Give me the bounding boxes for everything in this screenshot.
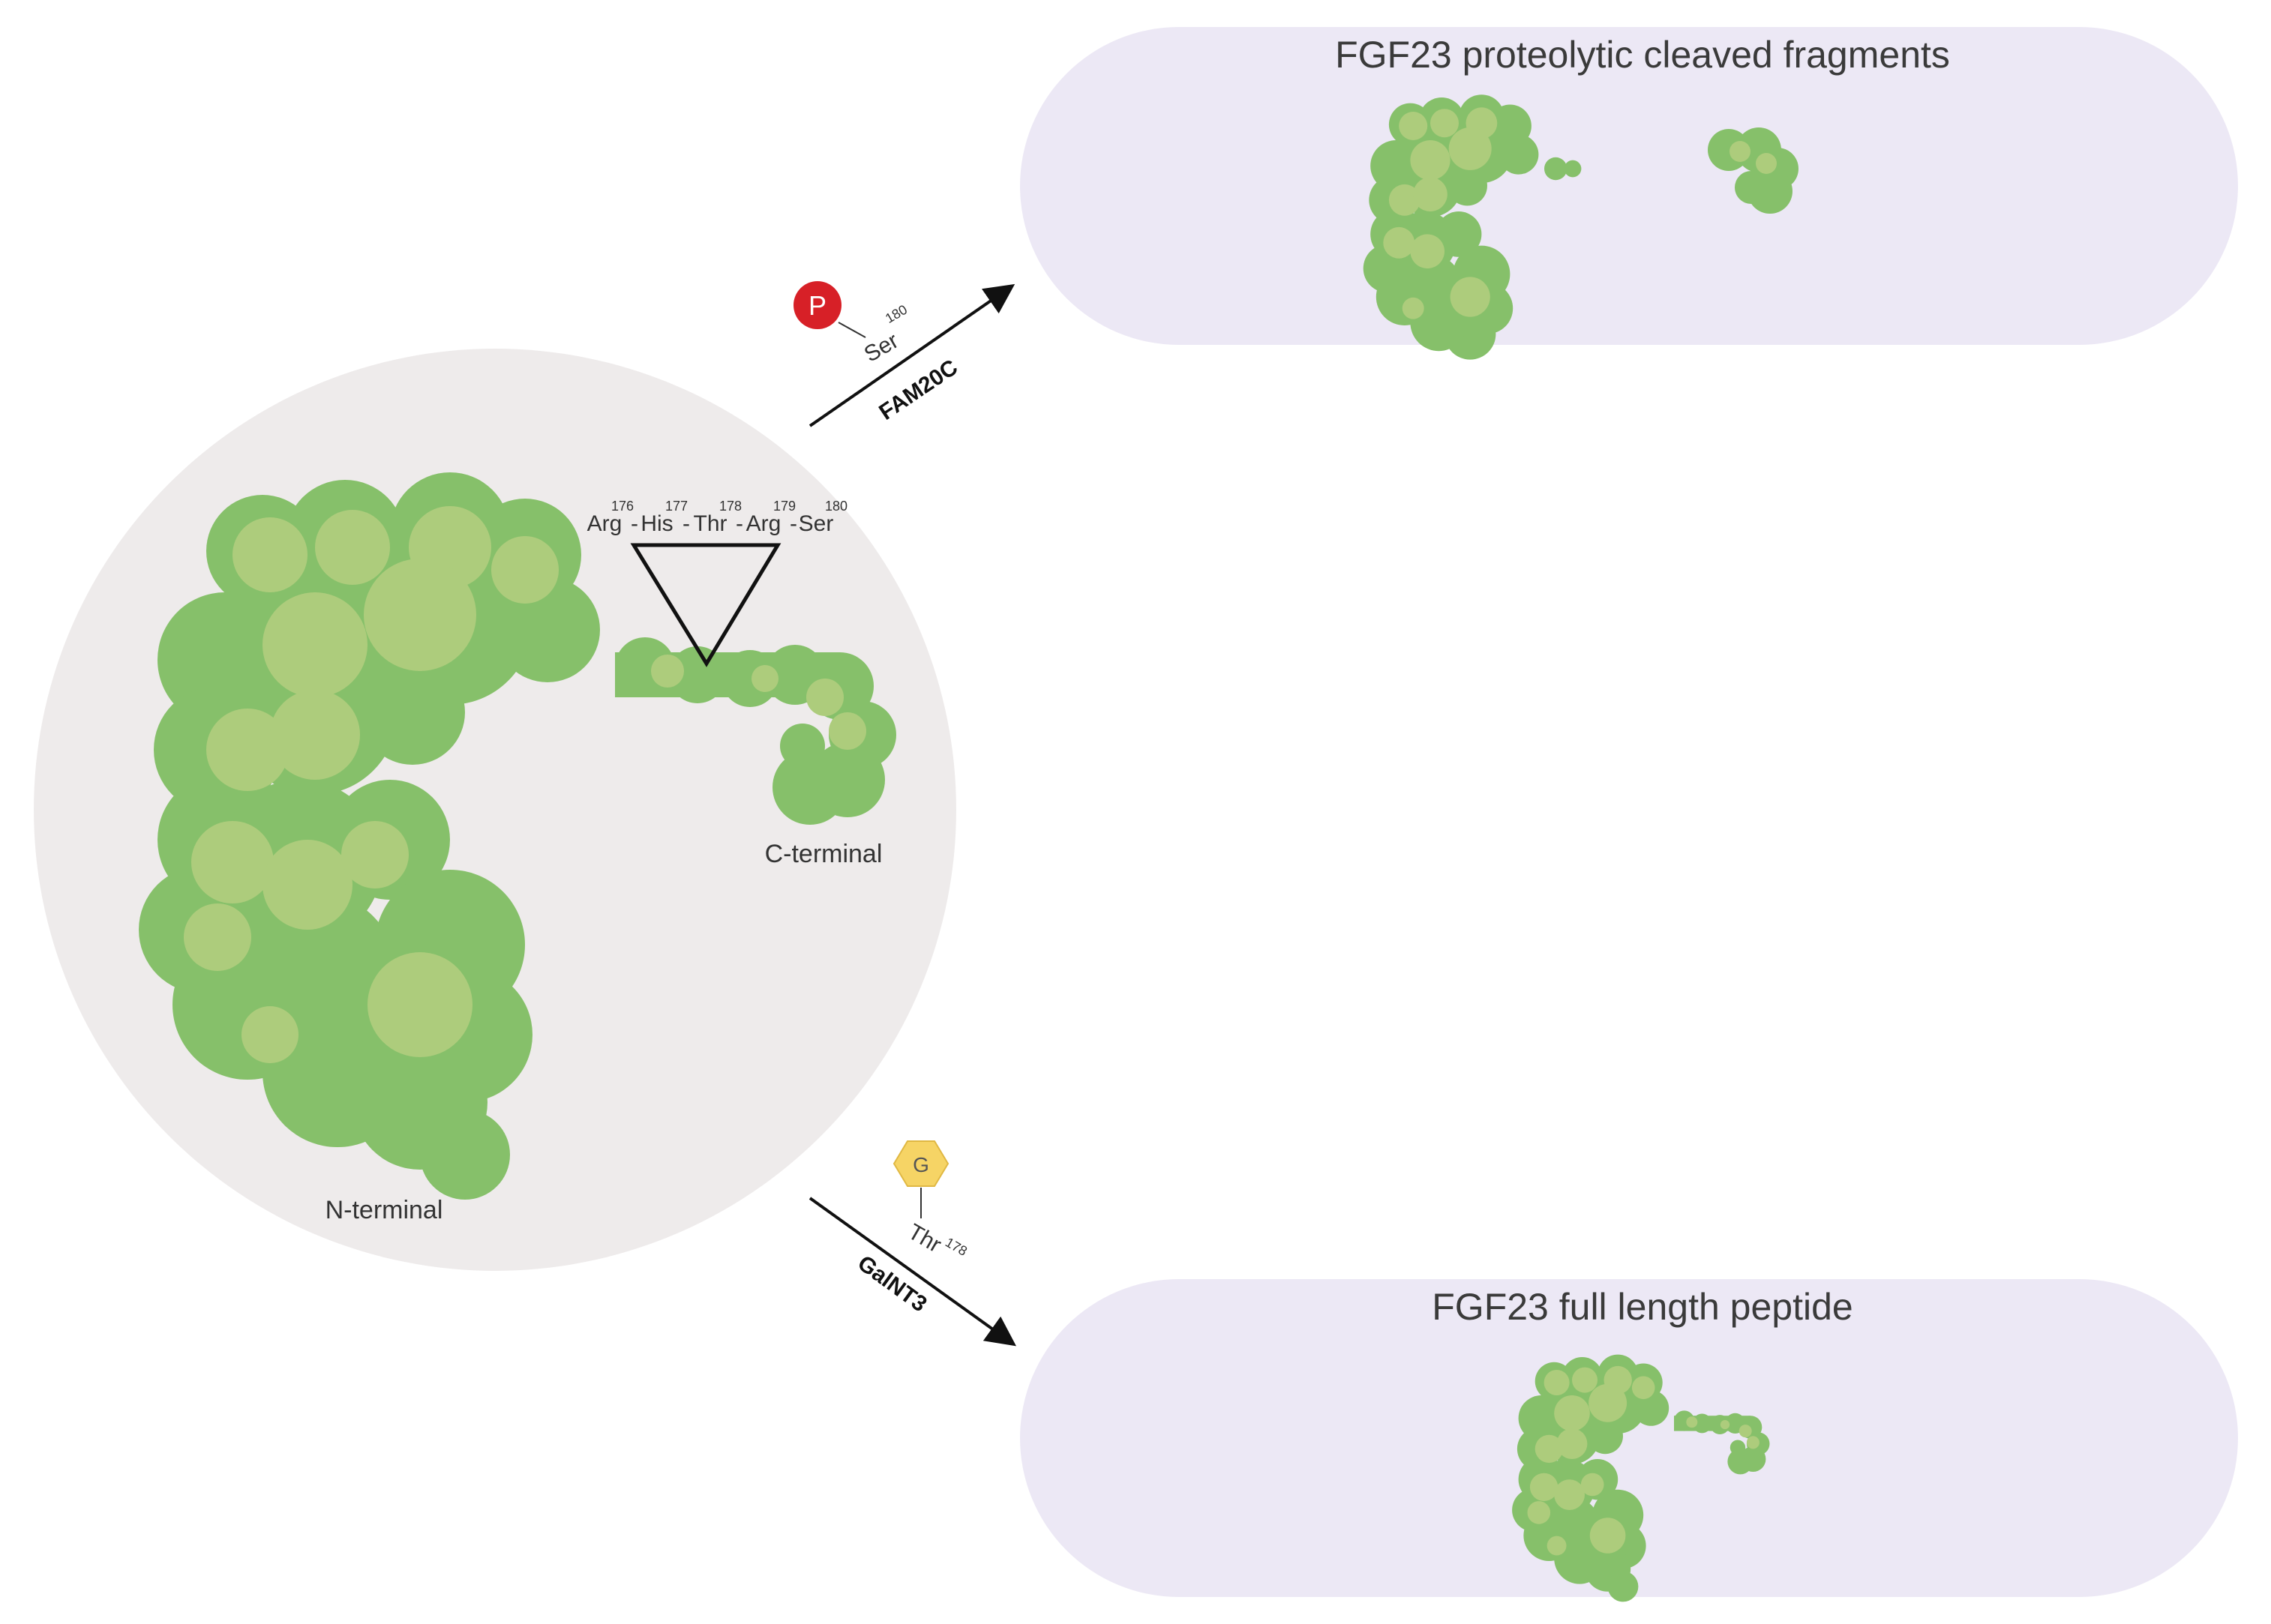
glycan-hexagon-icon: G [892, 1140, 950, 1187]
cleaved-fragments-panel [1020, 27, 2238, 345]
residue-arg-176: Arg [587, 511, 622, 536]
n-terminal-label: N-terminal [326, 1196, 443, 1224]
glyco-residue-label: Thr [904, 1219, 945, 1257]
phospho-residue-number: 180 [883, 302, 910, 326]
residue-arg-179: Arg [746, 511, 782, 536]
sequence-separator: - [631, 511, 638, 536]
residue-number-177: 177 [665, 499, 688, 514]
phosphorylation-arrow [808, 283, 1016, 427]
phosphate-bond-line [838, 322, 866, 338]
svg-text:P: P [808, 290, 826, 321]
cleavage-site-triangle [630, 543, 782, 667]
sequence-separator: - [736, 511, 743, 536]
fam20c-enzyme-label: FAM20C [874, 355, 962, 425]
residue-number-179: 179 [773, 499, 796, 514]
phospho-residue-label: Ser [860, 328, 903, 367]
residue-ser-180: Ser [799, 511, 834, 536]
c-terminal-label: C-terminal [765, 840, 883, 868]
residue-number-178: 178 [719, 499, 742, 514]
residue-number-180: 180 [825, 499, 848, 514]
galnt3-enzyme-label: GalNT3 [853, 1251, 931, 1317]
svg-text:G: G [913, 1153, 929, 1176]
residue-number-176: 176 [611, 499, 634, 514]
glyco-residue-number: 178 [943, 1235, 970, 1259]
residue-thr-178: Thr [694, 511, 728, 536]
residue-his-177: His [640, 511, 673, 536]
sequence-separator: - [682, 511, 690, 536]
sequence-separator: - [790, 511, 797, 536]
full-length-panel [1020, 1279, 2238, 1597]
phosphate-circle-icon: P [794, 281, 842, 329]
glycosylation-arrow [808, 1197, 1016, 1347]
full-length-title: FGF23 full length peptide [1432, 1286, 1852, 1328]
cleaved-fragments-title: FGF23 proteolytic cleaved fragments [1335, 34, 1950, 76]
cleavage-site-sequence: Arg 176 - His 177 - Thr 178 - Arg 179 - … [587, 499, 848, 536]
